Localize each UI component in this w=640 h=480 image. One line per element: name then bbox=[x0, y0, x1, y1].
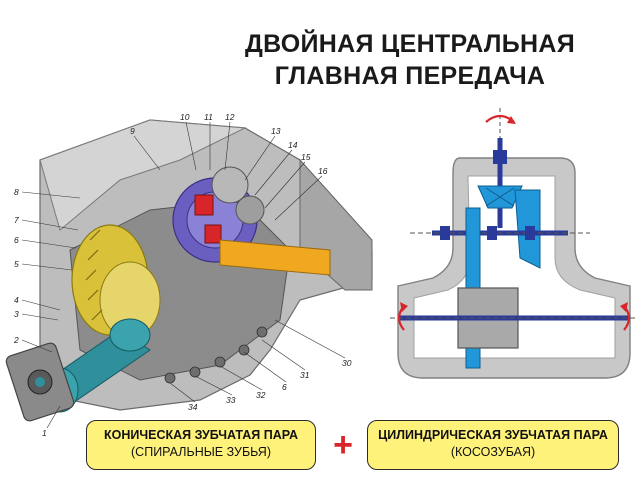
bevel-pair-subtitle: (СПИРАЛЬНЫЕ ЗУБЬЯ) bbox=[131, 445, 271, 459]
bevel-pair-title: КОНИЧЕСКАЯ ЗУБЧАТАЯ ПАРА bbox=[103, 428, 299, 442]
input-flange bbox=[5, 342, 75, 422]
housing-upper-shell bbox=[39, 119, 247, 231]
part-number: 33 bbox=[226, 395, 236, 405]
bevel-ring-gear bbox=[71, 224, 161, 339]
left-rotation-arrow-head bbox=[400, 302, 408, 312]
part-number-labels: 1 2 3 4 5 6 7 8 9 10 11 12 13 14 15 16 3… bbox=[13, 112, 352, 438]
title-line-1: ДВОЙНАЯ ЦЕНТРАЛЬНАЯ bbox=[244, 30, 576, 58]
part-number: 34 bbox=[188, 402, 198, 412]
part-number: 8 bbox=[14, 187, 19, 197]
cylindrical-pair-callout: ЦИЛИНДРИЧЕСКАЯ ЗУБЧАТАЯ ПАРА (КОСОЗУБАЯ) bbox=[367, 420, 619, 470]
red-satellite-gears bbox=[194, 194, 222, 244]
part-number: 14 bbox=[288, 140, 298, 150]
right-rotation-arrow-head bbox=[620, 302, 628, 312]
part-number: 6 bbox=[282, 382, 287, 392]
cylindrical-pair-subtitle: (КОСОЗУБАЯ) bbox=[450, 445, 536, 459]
part-number: 13 bbox=[271, 126, 281, 136]
kinematic-schematic bbox=[390, 108, 638, 379]
part-number: 15 bbox=[301, 152, 311, 162]
bevel-pair-callout: КОНИЧЕСКАЯ ЗУБЧАТАЯ ПАРА (СПИРАЛЬНЫЕ ЗУБ… bbox=[86, 420, 316, 470]
part-number: 7 bbox=[14, 215, 19, 225]
input-shaft-bearing bbox=[493, 150, 507, 164]
part-number: 12 bbox=[225, 112, 235, 122]
part-number: 16 bbox=[318, 166, 328, 176]
part-number: 2 bbox=[13, 335, 19, 345]
part-number: 6 bbox=[14, 235, 19, 245]
output-half-shaft bbox=[219, 239, 331, 276]
part-number: 10 bbox=[180, 112, 190, 122]
part-number: 11 bbox=[204, 112, 213, 122]
leader-lines bbox=[21, 121, 346, 429]
part-number: 4 bbox=[14, 295, 19, 305]
part-number: 32 bbox=[256, 390, 266, 400]
final-drive-cutaway-illustration: 1 2 3 4 5 6 7 8 9 10 11 12 13 14 15 16 3… bbox=[5, 112, 373, 438]
part-number: 31 bbox=[300, 370, 310, 380]
title-line-2: ГЛАВНАЯ ПЕРЕДАЧА bbox=[274, 62, 546, 90]
page-title: ДВОЙНАЯ ЦЕНТРАЛЬНАЯ ГЛАВНАЯ ПЕРЕДАЧА bbox=[200, 28, 620, 92]
part-number: 9 bbox=[130, 126, 135, 136]
intermediate-bearings bbox=[440, 226, 535, 240]
part-number: 1 bbox=[42, 428, 47, 438]
part-number: 30 bbox=[342, 358, 352, 368]
part-number: 5 bbox=[14, 259, 19, 269]
plus-sign: + bbox=[333, 426, 353, 464]
top-rotation-arrow-head bbox=[507, 116, 516, 124]
part-number: 3 bbox=[14, 309, 19, 319]
cylindrical-pair-title: ЦИЛИНДРИЧЕСКАЯ ЗУБЧАТАЯ ПАРА bbox=[378, 428, 608, 442]
housing-bolts bbox=[164, 326, 268, 384]
